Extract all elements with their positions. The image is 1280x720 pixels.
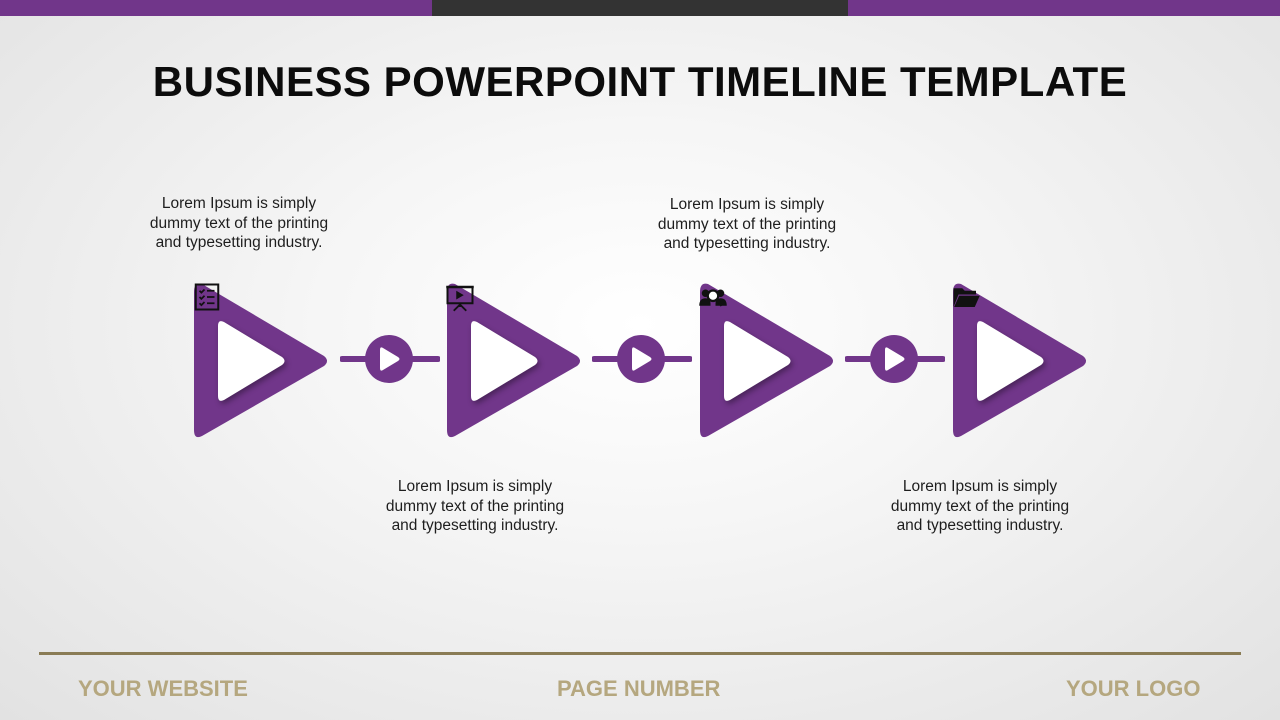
timeline-step-1 bbox=[192, 282, 332, 440]
caption-line: and typesetting industry. bbox=[391, 517, 559, 534]
caption-line: dummy text of the printing bbox=[385, 497, 565, 515]
footer-website: YOUR WEBSITE bbox=[78, 676, 248, 701]
step-2-caption: Lorem Ipsum is simply dummy text of the … bbox=[370, 477, 580, 536]
play-icon bbox=[591, 335, 693, 383]
presentation-board-icon bbox=[446, 285, 474, 312]
footer-page-number: PAGE NUMBER bbox=[557, 676, 721, 701]
caption-line: and typesetting industry. bbox=[155, 234, 323, 251]
timeline-step-3 bbox=[698, 282, 838, 440]
caption-line: dummy text of the printing bbox=[890, 497, 1070, 515]
slide-title: BUSINESS POWERPOINT TIMELINE TEMPLATE bbox=[152, 58, 1128, 105]
checklist-icon bbox=[194, 283, 220, 311]
caption-line: Lorem Ipsum is simply bbox=[902, 478, 1058, 495]
step-4-caption: Lorem Ipsum is simply dummy text of the … bbox=[875, 477, 1085, 536]
timeline-connector-1 bbox=[339, 333, 441, 385]
triangle-marker bbox=[447, 283, 580, 438]
timeline-step-4 bbox=[951, 282, 1091, 440]
top-accent-bar-right bbox=[848, 0, 1280, 16]
top-accent-bar-left bbox=[0, 0, 432, 16]
caption-line: dummy text of the printing bbox=[149, 214, 329, 232]
step-3-caption: Lorem Ipsum is simply dummy text of the … bbox=[642, 195, 852, 254]
timeline-connector-3 bbox=[844, 333, 946, 385]
step-1-caption: Lorem Ipsum is simply dummy text of the … bbox=[134, 194, 344, 253]
caption-line: Lorem Ipsum is simply bbox=[669, 196, 825, 213]
folder-open-icon bbox=[953, 288, 980, 307]
timeline-step-2 bbox=[445, 282, 585, 440]
top-accent-bar-center bbox=[432, 0, 848, 16]
triangle-marker bbox=[700, 283, 833, 438]
caption-line: and typesetting industry. bbox=[663, 235, 831, 252]
user-search-icon bbox=[699, 289, 727, 307]
caption-line: dummy text of the printing bbox=[657, 215, 837, 233]
caption-line: Lorem Ipsum is simply bbox=[397, 478, 553, 495]
caption-line: Lorem Ipsum is simply bbox=[161, 195, 317, 212]
triangle-marker bbox=[194, 283, 327, 438]
footer-divider bbox=[39, 652, 1241, 655]
play-icon bbox=[844, 335, 946, 383]
triangle-marker bbox=[953, 283, 1086, 438]
play-icon bbox=[339, 335, 441, 383]
footer-logo: YOUR LOGO bbox=[1066, 676, 1201, 701]
caption-line: and typesetting industry. bbox=[896, 517, 1064, 534]
timeline-connector-2 bbox=[591, 333, 693, 385]
